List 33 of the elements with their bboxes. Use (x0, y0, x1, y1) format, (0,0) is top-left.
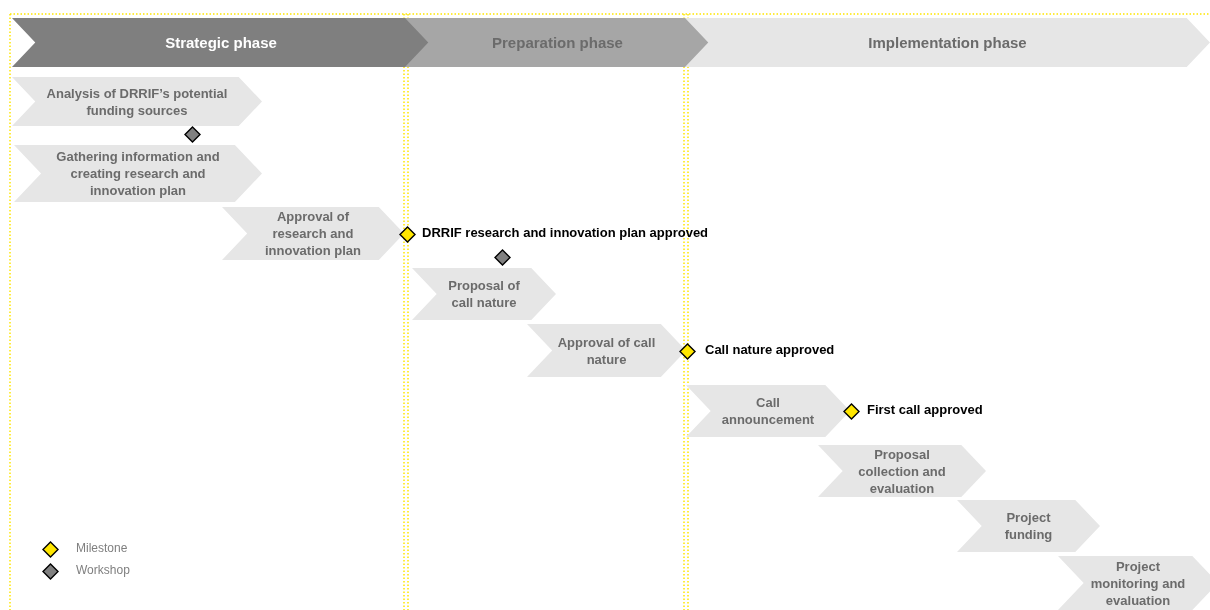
task-bar (12, 77, 262, 126)
workshop-diamond (493, 248, 511, 266)
task-label: Call announcement (720, 394, 816, 429)
task-bar (527, 324, 686, 377)
task-label: Analysis of DRRIF’s potential funding sources (45, 84, 229, 120)
task-bar (222, 207, 404, 260)
task-bar (818, 445, 986, 497)
task-label: Project funding (1003, 509, 1054, 544)
task-label: Proposal collection and evaluation (857, 445, 947, 497)
phase-title: Preparation phase (491, 33, 624, 53)
milestone-label: DRRIF research and innovation plan approved (422, 225, 709, 240)
phase-title: Strategic phase (164, 33, 278, 53)
milestone-label: First call approved (867, 402, 983, 417)
milestone-diamond (842, 402, 860, 420)
task-label: Approval of research and innovation plan (263, 208, 362, 260)
task-label: Gathering information and creating research and innovation plan (55, 148, 221, 200)
phase-band (12, 18, 430, 67)
task-bar (1058, 556, 1210, 610)
milestone-diamond (678, 342, 696, 360)
task-bar (957, 500, 1100, 552)
task-label: Proposal of call nature (447, 277, 521, 312)
phase-title: Implementation phase (867, 33, 1028, 53)
task-label: Approval of call nature (556, 333, 657, 369)
task-bar (686, 385, 850, 437)
phase-band (685, 18, 1210, 67)
task-bar (14, 145, 262, 202)
phase-band (405, 18, 710, 67)
task-bar (412, 268, 556, 320)
milestone-diamond (398, 225, 416, 243)
task-label: Project monitoring and evaluation (1089, 557, 1187, 610)
legend-label: Milestone (76, 541, 128, 555)
legend-label: Workshop (76, 563, 130, 577)
milestone-label: Call nature approved (705, 342, 835, 357)
